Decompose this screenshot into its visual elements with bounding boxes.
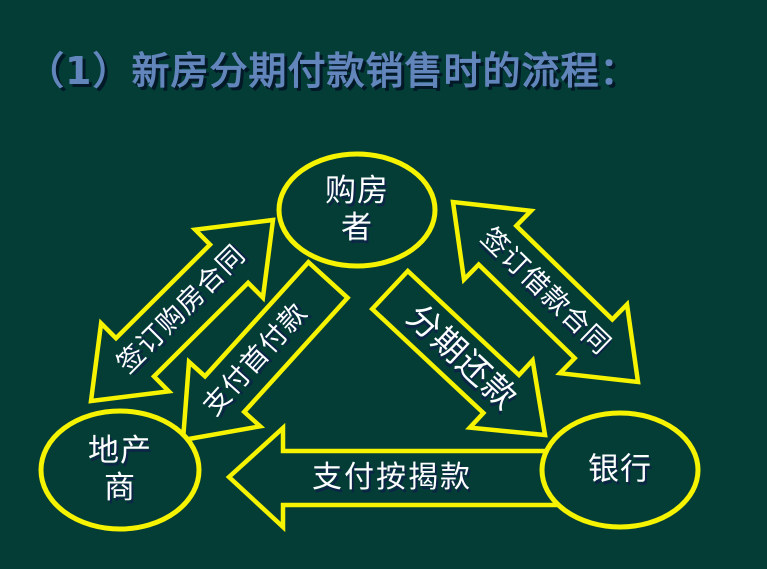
node-bank-label: 银行	[588, 451, 652, 488]
arrow-sign-purchase-contract	[88, 217, 276, 404]
arrow-pay-down-payment	[180, 259, 351, 443]
arrow-sign-loan-contract	[450, 199, 641, 385]
node-developer-label: 地产 商	[88, 432, 152, 506]
slide-title: （1）新房分期付款销售时的流程：	[26, 49, 639, 93]
node-developer-ellipse	[38, 408, 202, 532]
node-bank-ellipse	[539, 410, 701, 530]
arrow-pay-mortgage-funds-label: 支付按揭款	[312, 460, 472, 495]
arrow-installment-repayment	[369, 267, 548, 438]
node-buyer-label: 购房 者	[325, 172, 389, 246]
node-buyer-ellipse	[276, 151, 438, 269]
